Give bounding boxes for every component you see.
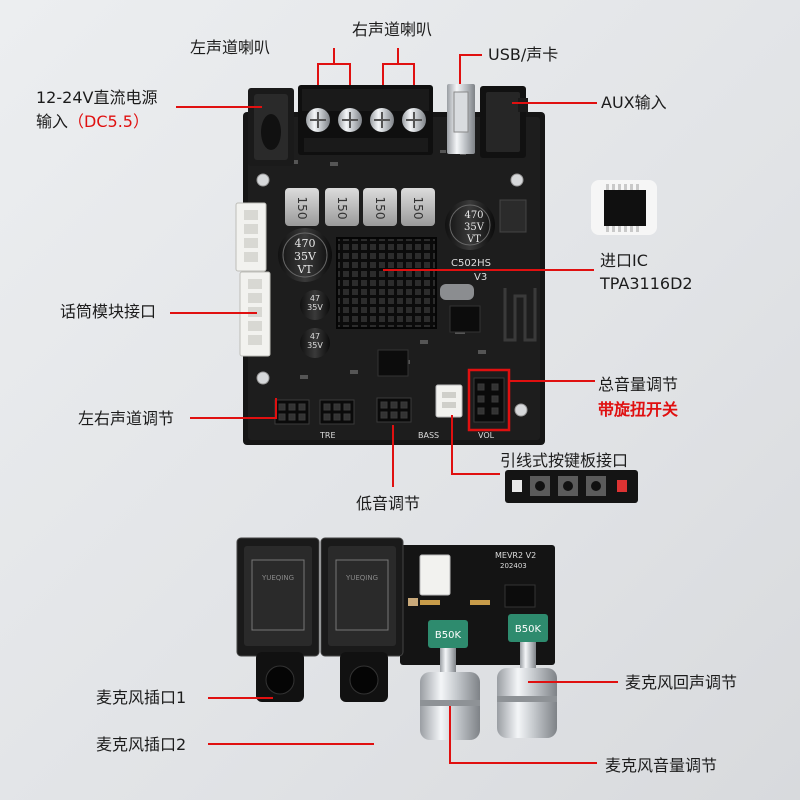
label-mic-jack1: 麦克风插口1 bbox=[96, 688, 187, 707]
label-usb: USB/声卡 bbox=[488, 45, 559, 64]
opamp-chip bbox=[377, 349, 409, 377]
silk-bass: BASS bbox=[418, 431, 439, 440]
voltage-regulator bbox=[499, 199, 527, 233]
label-left-speaker: 左声道喇叭 bbox=[190, 38, 271, 57]
board-version-silk: V3 bbox=[474, 272, 487, 283]
label-power-note: （DC5.5） bbox=[68, 112, 149, 131]
svg-text:YUEQING: YUEQING bbox=[261, 574, 294, 582]
inductor-label: 150 bbox=[295, 197, 309, 220]
inductor-label: 150 bbox=[335, 197, 349, 220]
svg-text:B50K: B50K bbox=[435, 630, 462, 641]
mic-jack-2: YUEQING bbox=[320, 537, 404, 702]
mic-board-date: 202403 bbox=[500, 562, 527, 570]
inductor-label: 150 bbox=[411, 197, 425, 220]
label-chip-line1: 进口IC bbox=[600, 251, 648, 270]
header-volume bbox=[473, 377, 505, 423]
label-total-volume: 总音量调节 bbox=[598, 375, 679, 394]
label-power-line2: 输入 bbox=[36, 112, 69, 131]
label-right-speaker: 右声道喇叭 bbox=[352, 20, 433, 39]
crystal bbox=[440, 284, 474, 300]
label-keypad: 引线式按键板接口 bbox=[500, 451, 629, 470]
svg-text:47: 47 bbox=[310, 332, 320, 341]
aux-jack bbox=[480, 86, 528, 158]
svg-text:B50K: B50K bbox=[515, 624, 542, 635]
board-model-silk: C502HS bbox=[451, 258, 491, 269]
usb-port bbox=[447, 84, 475, 154]
bluetooth-chip bbox=[449, 305, 481, 333]
label-mic-jack2: 麦克风插口2 bbox=[96, 735, 187, 754]
header-balance bbox=[274, 399, 310, 425]
label-bass: 低音调节 bbox=[356, 494, 421, 513]
silk-volume: VOL bbox=[478, 431, 495, 440]
svg-text:47: 47 bbox=[310, 294, 320, 303]
pcb-antenna bbox=[503, 288, 537, 342]
svg-text:35V: 35V bbox=[307, 341, 323, 350]
svg-text:VT: VT bbox=[466, 234, 481, 245]
svg-text:35V: 35V bbox=[307, 303, 323, 312]
svg-text:VT: VT bbox=[296, 263, 313, 276]
label-aux: AUX输入 bbox=[601, 93, 667, 112]
label-chip-line2: TPA3116D2 bbox=[600, 274, 693, 293]
chip-inset bbox=[591, 180, 657, 235]
keypad-connector bbox=[435, 384, 463, 418]
label-power: 输入（DC5.5） bbox=[36, 112, 149, 132]
capacitors-small: 47 35V 47 35V bbox=[300, 290, 330, 358]
svg-text:470: 470 bbox=[295, 237, 316, 250]
mic-board-model: MEVR2 V2 bbox=[495, 551, 536, 560]
label-knob-switch: 带旋扭开关 bbox=[598, 400, 679, 419]
inductors: 150 150 150 150 bbox=[285, 188, 435, 226]
label-mic-module: 话筒模块接口 bbox=[60, 302, 157, 321]
label-balance: 左右声道调节 bbox=[78, 409, 175, 428]
mic-jack-1: YUEQING bbox=[236, 537, 320, 702]
mic-echo-pot: B50K bbox=[497, 614, 557, 738]
svg-text:470: 470 bbox=[464, 210, 483, 221]
white-connector-top bbox=[235, 202, 267, 272]
svg-text:YUEQING: YUEQING bbox=[345, 574, 378, 582]
svg-text:35V: 35V bbox=[294, 250, 317, 263]
inductor-label: 150 bbox=[373, 197, 387, 220]
heatsink bbox=[336, 237, 437, 329]
dc-power-jack bbox=[248, 88, 294, 166]
label-mic-echo: 麦克风回声调节 bbox=[625, 673, 738, 692]
capacitor-large-right: 470 35V VT bbox=[445, 200, 495, 250]
label-power-line1: 12-24V直流电源 bbox=[36, 88, 158, 107]
header-treble bbox=[319, 399, 355, 425]
speaker-terminals bbox=[298, 85, 433, 155]
svg-text:35V: 35V bbox=[464, 222, 485, 233]
header-bass bbox=[376, 397, 412, 423]
keypad-board-inset bbox=[505, 470, 638, 503]
silk-treble: TRE bbox=[319, 431, 336, 440]
capacitor-large-left: 470 35V VT bbox=[278, 228, 332, 282]
callout-lines bbox=[170, 48, 618, 764]
label-mic-volume: 麦克风音量调节 bbox=[605, 756, 718, 775]
